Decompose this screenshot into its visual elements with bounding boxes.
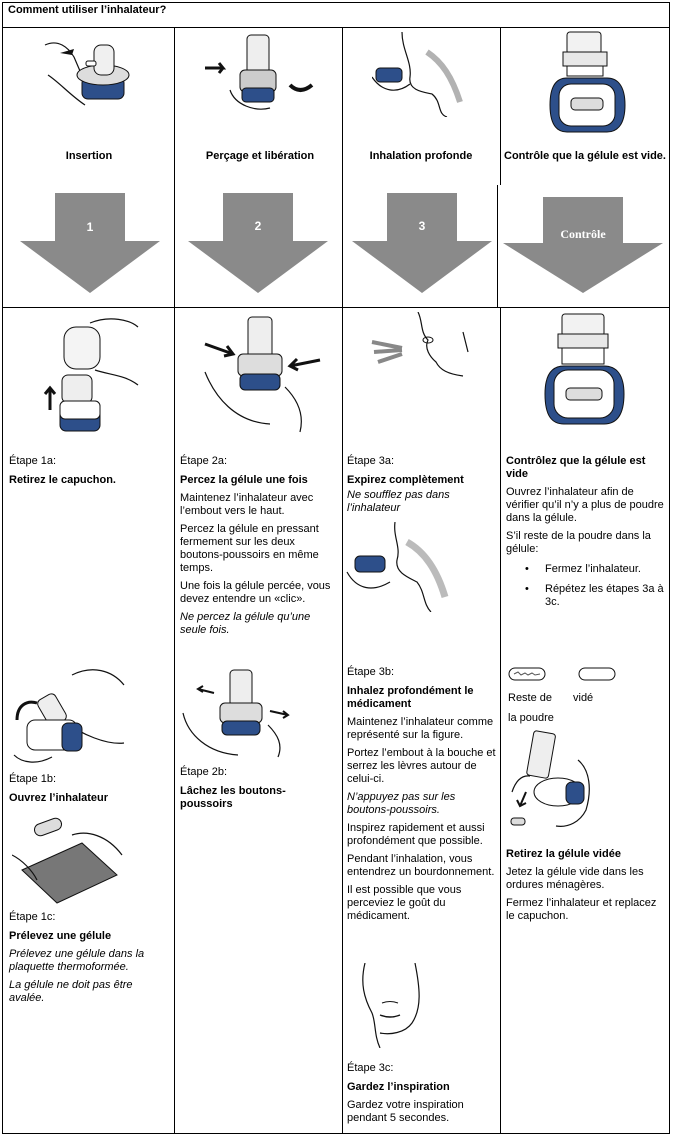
release-buttons-illustration (182, 669, 290, 758)
step-3c-title: Gardez l’inspiration (347, 1081, 450, 1093)
step-1c-text-1: Prélevez une gélule dans la plaquette th… (9, 948, 145, 973)
step-3a-title: Expirez complètement (347, 474, 464, 486)
step-3b-text-3: N’appuyez pas sur les boutons-poussoirs. (347, 791, 456, 816)
step-2a-title: Percez la gélule une fois (180, 474, 308, 486)
step-3-arrow (352, 193, 492, 293)
step-1-arrow (20, 193, 160, 293)
step-2a-text-1: Maintenez l’inhalateur avec l’embout ver… (180, 492, 314, 517)
check-arrow (503, 197, 663, 293)
step-2-arrow-number: 2 (254, 219, 262, 233)
take-capsule-illustration (12, 817, 123, 904)
remove-capsule-title: Retirez la gélule vidée (506, 848, 621, 860)
step-2a-text-2: Percez la gélule en pressant fermement s… (180, 523, 319, 574)
step-3a: Étape 3a: Expirez complètement Ne souffl… (347, 455, 497, 515)
page-title: Comment utiliser l’inhalateur? (8, 4, 167, 16)
step-1c: Étape 1c: Prélevez une gélule Prélevez u… (9, 911, 169, 1005)
exhale-illustration (371, 312, 469, 377)
step-2a: Étape 2a: Percez la gélule une fois Main… (180, 455, 338, 637)
step-3a-text: Ne soufflez pas dans l’inhalateur (347, 489, 450, 514)
step-2b-label: Étape 2b: (180, 766, 228, 778)
step-3b-text-5: Pendant l’inhalation, vous entendrez un … (347, 853, 495, 878)
check-bullet-1: • (525, 563, 529, 575)
step-3a-label: Étape 3a: (347, 455, 395, 467)
open-inhaler-illustration (13, 669, 125, 763)
step-1b: Étape 1b: Ouvrez l’inhalateur (9, 773, 169, 805)
step-3b-text-2: Portez l’embout à la bouche et serrez le… (347, 747, 496, 785)
phase-label-check: Contrôle que la gélule est vide. (504, 150, 666, 162)
step-3c: Étape 3c: Gardez l’inspiration Gardez vo… (347, 1062, 497, 1125)
step-1a-title: Retirez le capuchon. (9, 474, 116, 486)
inhale-illustration (346, 522, 449, 612)
capsule-caption-powder-2: la poudre (508, 712, 554, 724)
hold-breath-illustration (362, 963, 420, 1048)
check-text-2: S’il reste de la poudre dans la gélule: (506, 530, 651, 555)
step-1c-text-2: La gélule ne doit pas être avalée. (9, 979, 133, 1004)
piercing-illustration (205, 34, 314, 110)
step-3b-label: Étape 3b: (347, 666, 395, 678)
check-bullet-1-text: Fermez l’inhalateur. (545, 563, 641, 575)
inhalation-illustration (372, 32, 463, 117)
phase-label-inhalation: Inhalation profonde (369, 150, 473, 162)
step-3b-text-4: Inspirez rapidement et aussi profondémen… (347, 822, 485, 847)
step-1-arrow-number: 1 (86, 220, 94, 234)
remove-capsule-step: Retirez la gélule vidée Jetez la gélule … (506, 848, 666, 923)
phase-label-piercing: Perçage et libération (205, 150, 315, 162)
check-text-1: Ouvrez l’inhalateur afin de vérifier qu’… (506, 486, 664, 524)
step-2a-text-3: Une fois la gélule percée, vous devez en… (180, 580, 331, 605)
step-1a: Étape 1a: Retirez le capuchon. (9, 455, 169, 487)
check-title: Contrôlez que la gélule est vide (506, 455, 646, 480)
check-bullet-2: • (525, 583, 529, 595)
insertion-illustration (44, 42, 130, 106)
remove-cap-illustration (43, 318, 139, 432)
empty-capsule-icon (578, 667, 616, 681)
remove-capsule-text-2: Fermez l’inhalateur et replacez le capuc… (506, 897, 657, 922)
step-2a-label: Étape 2a: (180, 455, 228, 467)
check-illustration (549, 31, 626, 133)
step-3b-text-6: Il est possible que vous perceviez le go… (347, 884, 462, 922)
capsule-caption-empty: vidé (573, 692, 594, 704)
remove-capsule-illustration (510, 730, 590, 827)
step-2b-title: Lâchez les boutons-poussoirs (180, 785, 286, 810)
step-3b-text-1: Maintenez l’inhalateur comme représenté … (347, 716, 494, 741)
check-step: Contrôlez que la gélule est vide Ouvrez … (506, 455, 666, 556)
step-3-arrow-number: 3 (418, 219, 426, 233)
step-1b-title: Ouvrez l’inhalateur (9, 792, 109, 804)
check-capsule-illustration (544, 313, 625, 425)
step-1b-label: Étape 1b: (9, 773, 57, 785)
step-3c-text: Gardez votre inspiration pendant 5 secon… (347, 1099, 464, 1124)
step-2a-text-4: Ne percez la gélule qu’une seule fois. (180, 611, 311, 636)
check-arrow-label: Contrôle (560, 227, 606, 241)
step-3c-label: Étape 3c: (347, 1062, 394, 1074)
capsule-caption-powder-1: Reste de (508, 692, 553, 704)
pierce-capsule-illustration (204, 316, 321, 433)
step-3b: Étape 3b: Inhalez profondément le médica… (347, 666, 500, 923)
step-3b-title: Inhalez profondément le médicament (347, 685, 474, 710)
step-2-arrow (188, 193, 328, 293)
step-1a-label: Étape 1a: (9, 455, 57, 467)
step-1c-label: Étape 1c: (9, 911, 56, 923)
capsule-with-powder-icon (508, 667, 546, 681)
check-bullet-2-text: Répétez les étapes 3a à 3c. (545, 583, 664, 608)
step-1c-title: Prélevez une gélule (9, 930, 112, 942)
step-2b: Étape 2b: Lâchez les boutons-poussoirs (180, 766, 338, 811)
remove-capsule-text-1: Jetez la gélule vide dans les ordures mé… (506, 866, 644, 891)
phase-label-insertion: Insertion (65, 150, 113, 162)
